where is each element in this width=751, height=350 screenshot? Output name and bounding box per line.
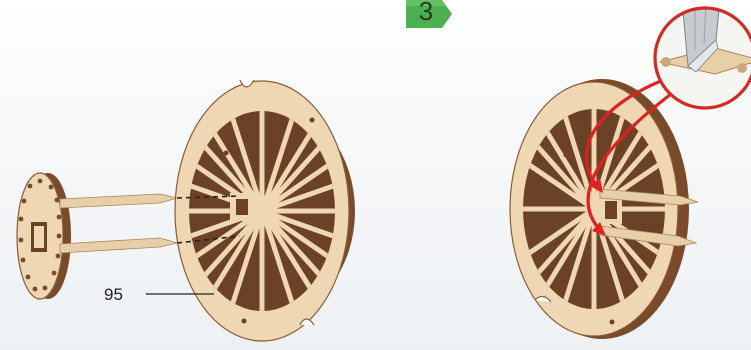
spoked-wheel-right xyxy=(510,79,689,339)
spoked-wheel-left xyxy=(175,80,355,341)
stick-lower xyxy=(60,238,177,253)
step-number: 3 xyxy=(406,0,446,26)
part-number-label: 95 xyxy=(104,285,123,305)
step-badge: 3 xyxy=(406,0,452,30)
small-disc-icon xyxy=(17,173,71,299)
stick-upper xyxy=(60,194,177,208)
